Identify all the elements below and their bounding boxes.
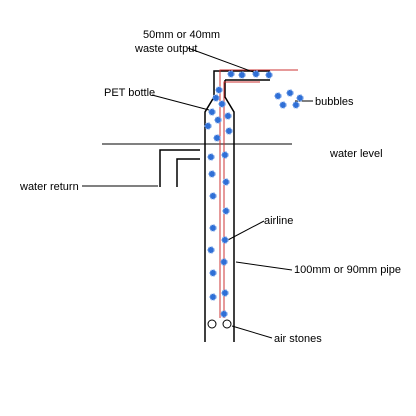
bubble <box>212 94 220 102</box>
air-stones-label: air stones <box>274 333 322 345</box>
pet-bottle-leader <box>151 94 210 111</box>
bubble <box>207 246 215 254</box>
bubble <box>225 127 233 135</box>
bubble <box>221 236 229 244</box>
bubbles-group <box>204 70 304 318</box>
waste-output-leader <box>187 47 257 74</box>
bubble <box>213 134 221 142</box>
waste-output-label-line1: 50mm or 40mm <box>143 29 220 41</box>
bubble <box>279 101 287 109</box>
bubble <box>207 153 215 161</box>
bubble <box>286 89 294 97</box>
water-return-pipe <box>159 149 200 187</box>
bubble <box>215 86 223 94</box>
bubble <box>209 224 217 232</box>
bubble <box>208 108 216 116</box>
air-stones-leader <box>231 325 273 339</box>
air-stone-left <box>207 319 217 329</box>
bubbles-label: bubbles <box>315 96 354 108</box>
bubble <box>227 70 235 78</box>
pipe-label: 100mm or 90mm pipe <box>294 264 401 276</box>
bubble <box>292 101 300 109</box>
bubble <box>221 151 229 159</box>
bubble <box>209 269 217 277</box>
bubble <box>208 170 216 178</box>
water-level-label: water level <box>329 148 383 160</box>
waste-output-label-line2: waste output <box>134 43 197 55</box>
bubble <box>209 293 217 301</box>
bubble <box>274 92 282 100</box>
bubble <box>222 207 230 215</box>
bubble <box>252 70 260 78</box>
bubble <box>204 122 212 130</box>
air-stone-right <box>222 319 232 329</box>
bubble <box>214 116 222 124</box>
bubble <box>238 71 246 79</box>
water-return-label: water return <box>19 181 79 193</box>
airline-leader <box>225 220 265 242</box>
bubble <box>209 192 217 200</box>
pipe-leader <box>235 261 293 271</box>
bubble <box>224 112 232 120</box>
bubble <box>265 71 273 79</box>
bubble <box>221 289 229 297</box>
airline-label: airline <box>264 215 293 227</box>
bubble <box>220 310 228 318</box>
bubble <box>218 100 226 108</box>
pet-bottle-label: PET bottle <box>104 87 155 99</box>
bubble <box>220 258 228 266</box>
bubble <box>222 178 230 186</box>
bubble <box>296 94 304 102</box>
